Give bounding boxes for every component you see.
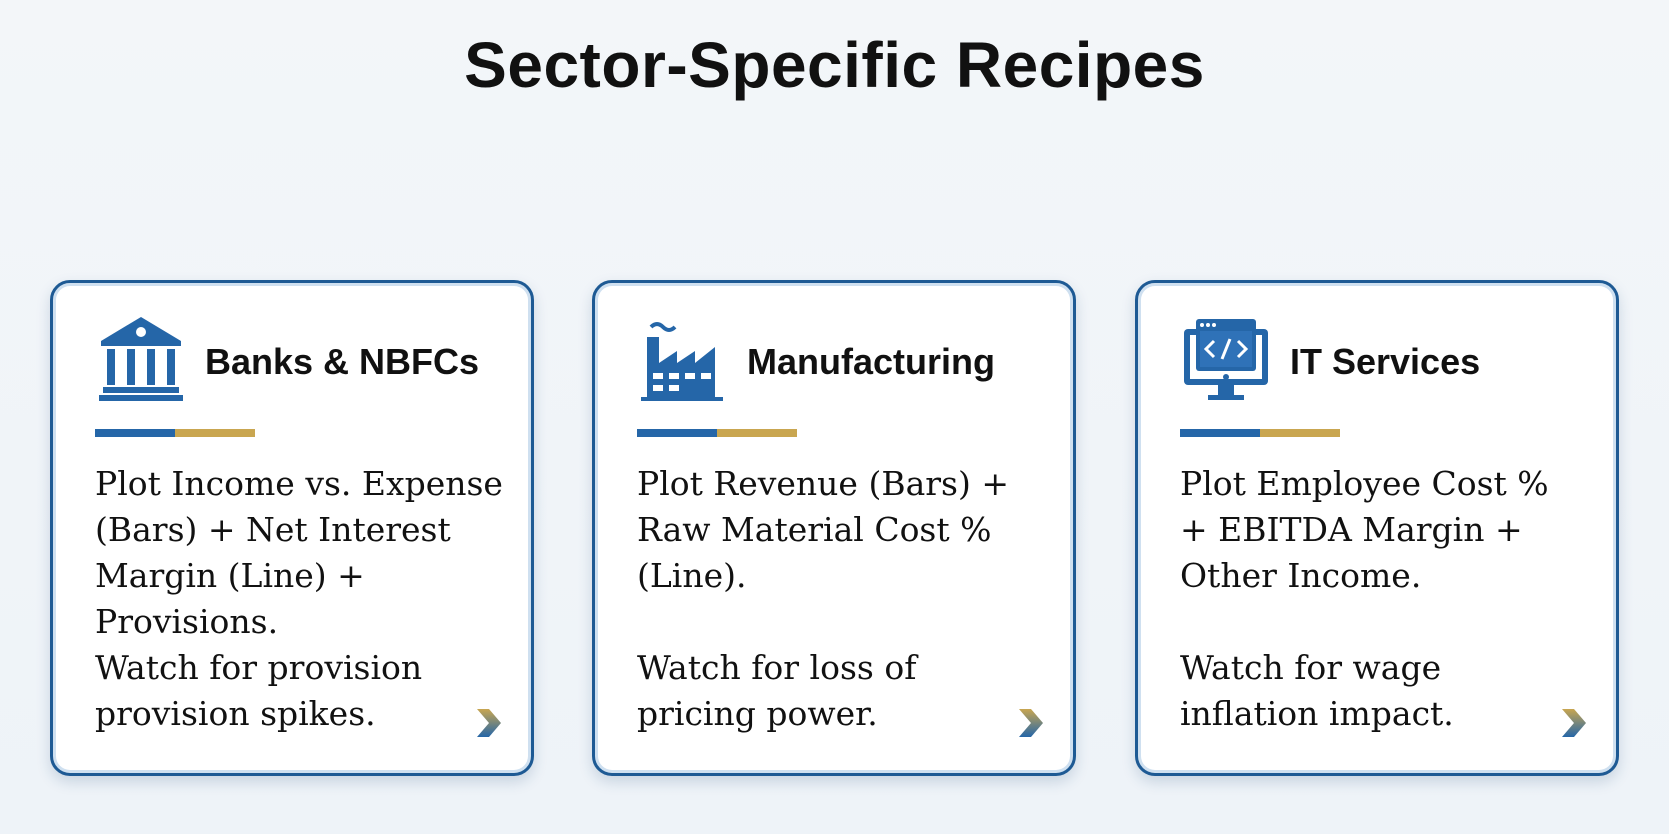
page-title: Sector-Specific Recipes: [464, 29, 1205, 101]
divider-bar: [637, 429, 797, 437]
card-title: IT Services: [1290, 341, 1481, 382]
body-line: Other Income.: [1180, 556, 1422, 595]
bank-icon: [99, 317, 183, 401]
body-line: provision spikes.: [95, 694, 376, 733]
body-line: Plot Income vs. Expense: [95, 464, 503, 503]
factory-icon: [641, 322, 723, 401]
card-it-services: IT Services Plot Employee Cost % + EBITD…: [1135, 280, 1619, 776]
card-body: Plot Employee Cost % + EBITDA Margin + O…: [1180, 461, 1600, 737]
card-body: Plot Revenue (Bars) + Raw Material Cost …: [637, 461, 1057, 737]
body-line: + EBITDA Margin +: [1180, 510, 1523, 549]
body-line: Watch for provision: [95, 648, 423, 687]
body-line: Provisions.: [95, 602, 279, 641]
card-title: Manufacturing: [747, 341, 995, 382]
chevron-right-icon[interactable]: [1560, 707, 1588, 739]
body-line: (Bars) + Net Interest: [95, 510, 451, 549]
body-line: Raw Material Cost %: [637, 510, 992, 549]
chevron-right-icon[interactable]: [1017, 707, 1045, 739]
divider-bar: [95, 429, 255, 437]
body-line: Watch for loss of: [637, 648, 917, 687]
card-body: Plot Income vs. Expense (Bars) + Net Int…: [95, 461, 515, 737]
body-line: Plot Employee Cost %: [1180, 464, 1549, 503]
card-manufacturing: Manufacturing Plot Revenue (Bars) + Raw …: [592, 280, 1076, 776]
body-line: (Line).: [637, 556, 747, 595]
card-banks: Banks & NBFCs Plot Income vs. Expense (B…: [50, 280, 534, 776]
body-line: Margin (Line) +: [95, 556, 365, 595]
divider-bar: [1180, 429, 1340, 437]
body-line: inflation impact.: [1180, 694, 1454, 733]
chevron-right-icon[interactable]: [475, 707, 503, 739]
monitor-code-icon: [1184, 319, 1268, 400]
body-line: Watch for wage: [1180, 648, 1442, 687]
body-line: pricing power.: [637, 694, 878, 733]
body-line: Plot Revenue (Bars) +: [637, 464, 1009, 503]
card-title: Banks & NBFCs: [205, 341, 480, 382]
